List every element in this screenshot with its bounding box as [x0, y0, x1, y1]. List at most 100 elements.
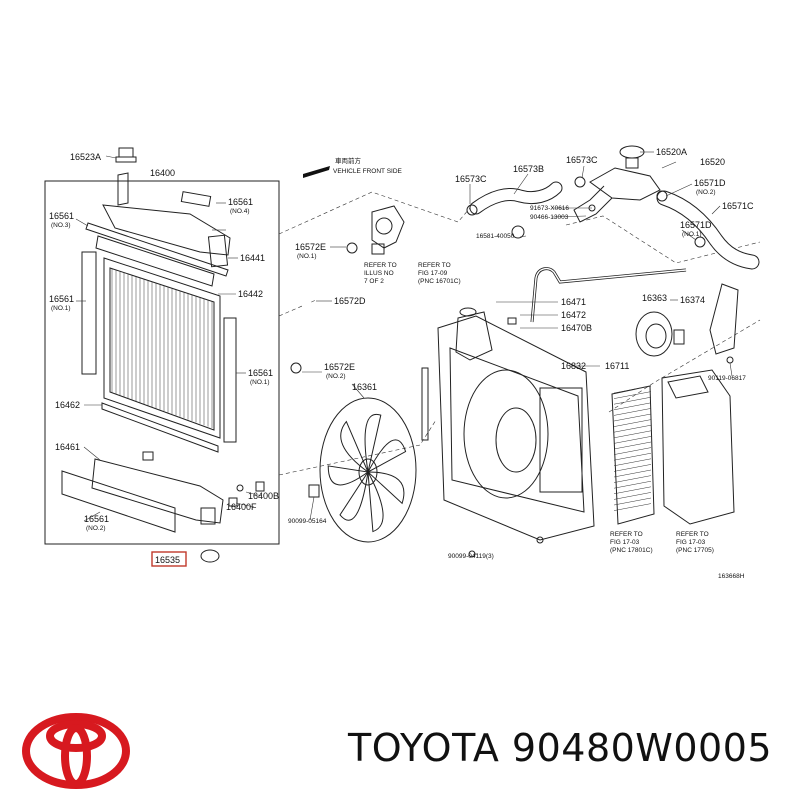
intake-rib — [613, 436, 652, 444]
intake-rib — [613, 441, 652, 450]
fan-blade — [366, 471, 405, 505]
subnote-no2-right: (NO.2) — [696, 189, 716, 196]
parts-diagram: 車両前方 VEHICLE FRONT SIDE — [44, 145, 761, 580]
label-16561-no2: 16561 — [84, 514, 109, 524]
fan-blade — [364, 413, 382, 473]
plug-16535 — [200, 549, 220, 563]
intake-rib — [613, 430, 652, 439]
intake-rib — [613, 402, 652, 411]
front-note-glyph: 車両前方 — [335, 156, 362, 165]
seal-16561-no3 — [85, 222, 229, 277]
fan-motor-16363 — [635, 311, 685, 357]
label-16472: 16472 — [561, 310, 586, 320]
side-seal-left — [81, 251, 97, 375]
subnote-no1-hose: (NO.1) — [297, 253, 317, 260]
ref-note-line: REFER TO — [676, 531, 709, 538]
intake-rib — [613, 464, 652, 472]
subnote-no2-hose: (NO.2) — [326, 373, 346, 380]
subnote-no3: (NO.3) — [51, 222, 71, 229]
reservoir-16471 — [455, 307, 517, 361]
gasket-16462 — [101, 402, 219, 453]
label-90119-06817: 90119-06817 — [708, 375, 746, 382]
upper-tank — [102, 172, 231, 268]
label-90466-13003: 90466-13003 — [530, 214, 569, 221]
ref-note-line: (PNC 17705) — [676, 547, 714, 554]
label-16711: 16711 — [605, 361, 629, 371]
ref-note-fig17-09: REFER TO FIG 17-09 (PNC 16701C) — [418, 262, 461, 285]
hose-16572D — [290, 242, 358, 374]
intake-rib — [613, 497, 652, 506]
ref-note-line: ILLUS NO — [364, 270, 394, 277]
intake-rib — [613, 452, 652, 461]
label-16561-no4: 16561 — [228, 197, 253, 207]
intake-rib — [613, 486, 652, 495]
vehicle-front-note: 車両前方 VEHICLE FRONT SIDE — [303, 156, 403, 178]
fan-16361 — [308, 397, 417, 543]
intake-rib — [613, 469, 652, 478]
highlight-16535 — [151, 551, 187, 567]
label-16400: 16400 — [150, 168, 175, 178]
label-16561-no3: 16561 — [49, 211, 74, 221]
ref-note-line: REFER TO — [418, 262, 451, 269]
subnote-no1b: (NO.1) — [250, 379, 270, 386]
ref-note-line: FIG 17-03 — [676, 539, 706, 546]
label-16363: 16363 — [642, 293, 667, 303]
radiator-core — [103, 257, 221, 439]
intake-ref-17705 — [661, 369, 735, 525]
intake-rib — [613, 424, 652, 433]
label-16573B: 16573B — [513, 164, 544, 174]
label-16520: 16520 — [700, 157, 725, 167]
intake-rib — [613, 447, 652, 455]
label-16832: 16832 — [561, 361, 586, 371]
seal-16561-no3-inner — [95, 235, 215, 287]
toyota-logo — [22, 713, 130, 789]
subnote-no4: (NO.4) — [230, 208, 250, 215]
radiator-cap-16523A — [105, 147, 137, 163]
intake-rib — [613, 385, 652, 394]
label-90099-04119: 90099-04119(3) — [448, 553, 494, 560]
ref-note-fig17-03-a: REFER TO FIG 17-03 (PNC 17801C) — [610, 531, 653, 554]
label-16573C-right: 16573C — [566, 155, 598, 165]
label-16572E-bottom: 16572E — [324, 362, 355, 372]
label-16571D-bottom: 16571D — [680, 220, 712, 230]
ref-note-line: (PNC 16701C) — [418, 278, 461, 285]
intake-rib — [613, 419, 652, 427]
hose-16571C — [656, 190, 760, 270]
label-16462: 16462 — [55, 400, 80, 410]
fan-blade — [366, 439, 407, 474]
fan-shroud-16711 — [421, 315, 595, 541]
footer-part-number: TOYOTA 90480W0005 — [348, 726, 773, 770]
subnote-no1: (NO.1) — [51, 305, 71, 312]
label-16441: 16441 — [240, 253, 265, 263]
ref-note-illus: REFER TO ILLUS NO 7 OF 2 — [364, 262, 397, 285]
intake-rib — [613, 391, 652, 399]
label-16581-40050: 16581-40050 — [476, 233, 515, 240]
ref-note-line: REFER TO — [610, 531, 643, 538]
label-16520A: 16520A — [656, 147, 687, 157]
intake-rib — [613, 503, 652, 511]
label-16400F: 16400F — [226, 502, 257, 512]
intake-rib — [613, 408, 652, 416]
fan-blade — [340, 420, 370, 474]
label-16470B: 16470B — [561, 323, 592, 333]
label-16400B: 16400B — [248, 491, 279, 501]
intake-rib — [613, 458, 652, 467]
intake-rib — [613, 413, 652, 422]
label-16571C: 16571C — [722, 201, 754, 211]
ref-note-line: FIG 17-09 — [418, 270, 448, 277]
upper-hose-16573B — [466, 176, 586, 216]
subnote-no1-right: (NO.1) — [682, 231, 702, 238]
intake-ref-17801C — [611, 385, 655, 525]
ref-note-fig17-03-b: REFER TO FIG 17-03 (PNC 17705) — [676, 531, 714, 554]
water-inlet — [371, 205, 405, 255]
label-16535: 16535 — [155, 555, 180, 565]
intake-rib — [613, 480, 652, 489]
label-16442: 16442 — [238, 289, 263, 299]
label-16561-no1: 16561 — [49, 294, 74, 304]
intake-rib — [613, 475, 652, 483]
side-seal-right — [223, 317, 237, 443]
label-16572D: 16572D — [334, 296, 366, 306]
subnote-no2: (NO.2) — [86, 525, 106, 532]
drain-cock-16400B — [228, 481, 265, 507]
label-91673-X0616: 91673-X0616 — [530, 205, 569, 212]
